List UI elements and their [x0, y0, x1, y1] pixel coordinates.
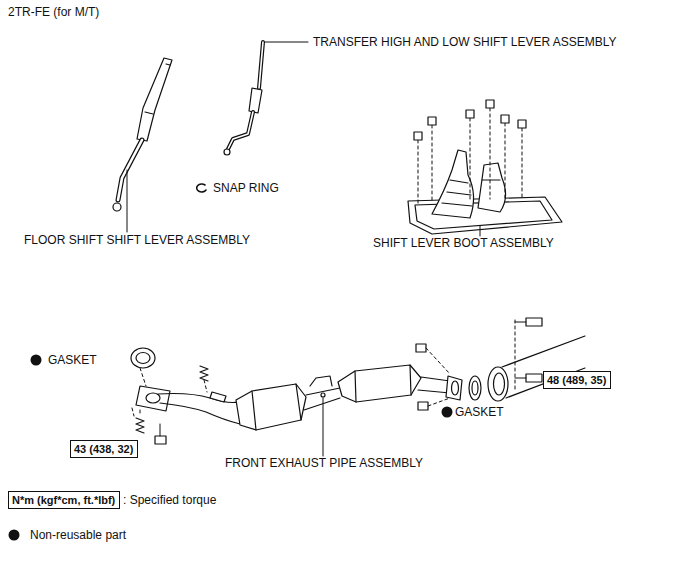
part-label: GASKET [455, 404, 504, 420]
part-label: : Specified torque [123, 492, 216, 508]
part-label: SNAP RING [213, 180, 279, 196]
torque-box: 48 (489, 35) [543, 371, 611, 389]
diagram-title: 2TR-FE (for M/T) [8, 4, 99, 20]
part-label: SHIFT LEVER BOOT ASSEMBLY [373, 235, 554, 251]
part-label: FLOOR SHIFT SHIFT LEVER ASSEMBLY [24, 232, 250, 248]
torque-value: 48 (489, 35) [544, 372, 610, 388]
part-label: GASKET [48, 352, 97, 368]
torque-value: N*m (kgf*cm, ft.*lbf) [9, 492, 119, 508]
part-label: TRANSFER HIGH AND LOW SHIFT LEVER ASSEMB… [313, 34, 617, 50]
torque-box: 43 (438, 32) [70, 440, 138, 458]
legend-text: Non-reusable part [30, 527, 126, 543]
part-label: FRONT EXHAUST PIPE ASSEMBLY [225, 455, 423, 471]
torque-value: 43 (438, 32) [71, 441, 137, 457]
torque-box: N*m (kgf*cm, ft.*lbf) [8, 491, 120, 509]
